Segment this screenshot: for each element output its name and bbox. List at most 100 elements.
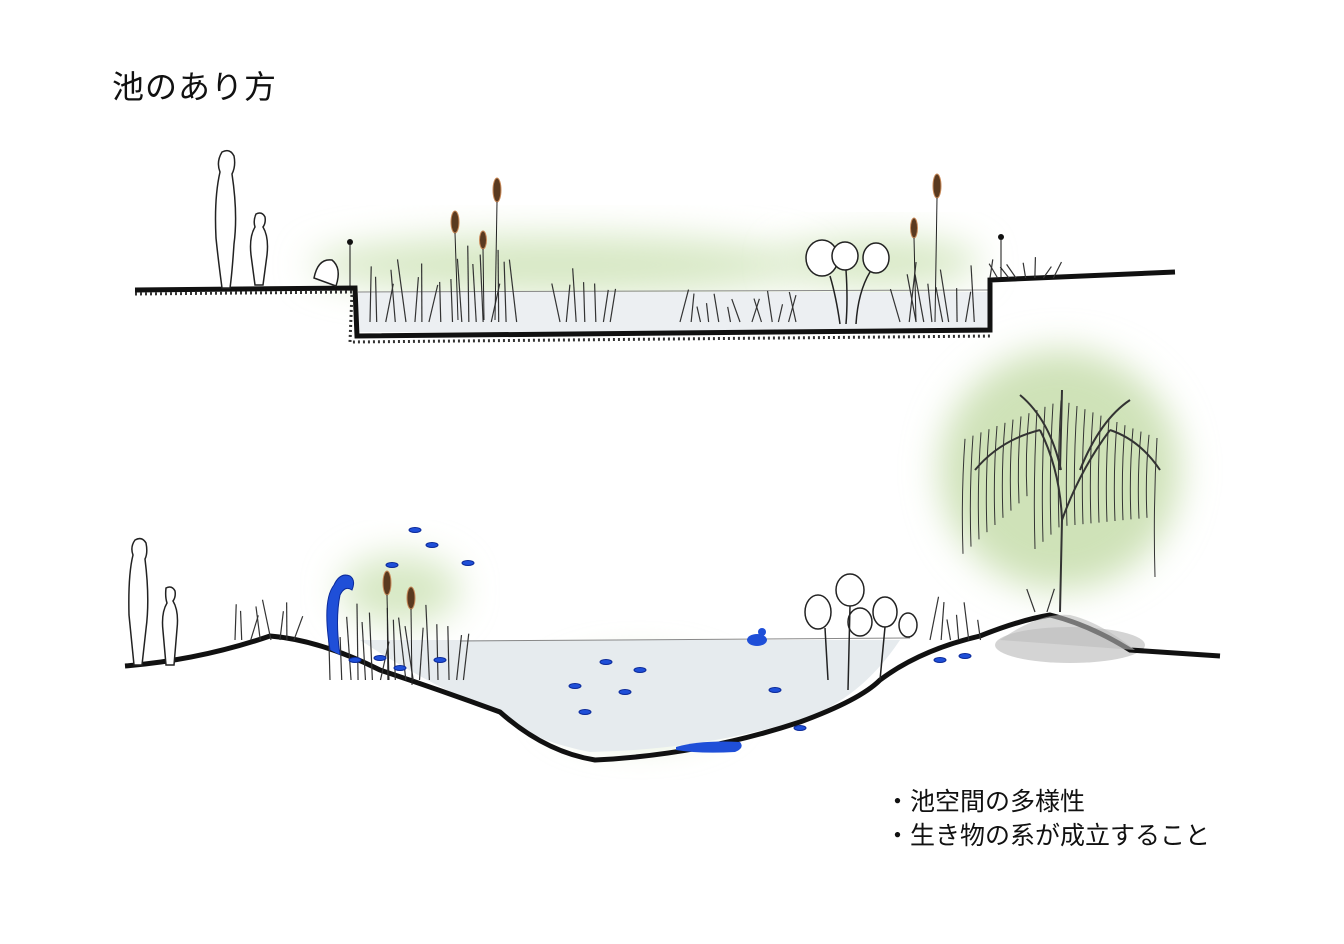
reed-blade xyxy=(939,269,950,323)
willow-strand xyxy=(961,438,966,554)
reed-blade xyxy=(369,266,372,323)
reed-blade xyxy=(963,602,970,641)
fish-or-dragonfly-icon xyxy=(433,657,447,663)
rock-icon xyxy=(313,259,339,287)
fish-or-dragonfly-icon xyxy=(461,560,475,566)
reed-blade xyxy=(279,611,284,641)
top-section-rectangular-pond xyxy=(134,149,1176,344)
fish-or-dragonfly-icon xyxy=(393,665,407,671)
reed-blade xyxy=(914,274,925,323)
reed-blade xyxy=(462,633,470,681)
fish-or-dragonfly-icon xyxy=(793,725,807,731)
willow-strand xyxy=(1089,412,1094,524)
willow-strand xyxy=(1049,403,1054,535)
reed-blade xyxy=(690,293,695,323)
fish-or-dragonfly-icon xyxy=(348,657,362,663)
bottom-section-natural-pond xyxy=(124,350,1221,763)
willow-strand xyxy=(993,425,998,526)
reed-blade xyxy=(418,627,424,681)
reed-blade xyxy=(261,599,272,641)
reed-blade xyxy=(404,625,414,681)
reed-blade xyxy=(582,282,586,323)
reed-blade xyxy=(955,614,960,641)
water-surface xyxy=(357,289,989,293)
reed-blade xyxy=(450,279,454,323)
reeds xyxy=(369,245,1063,323)
fish-or-dragonfly-icon xyxy=(408,527,422,533)
reed-blade xyxy=(390,269,396,323)
reed-blade xyxy=(727,306,732,323)
reed-blade xyxy=(346,616,352,681)
cattails xyxy=(382,570,416,686)
reed-blade xyxy=(396,259,407,323)
willow-strand xyxy=(1065,402,1070,526)
reed-blade xyxy=(456,634,463,681)
duck-icon xyxy=(747,634,767,646)
reed-blade xyxy=(705,303,710,323)
notes-list: ・池空間の多様性 ・生き物の系が成立すること xyxy=(885,785,1210,853)
reed-blade xyxy=(414,277,419,323)
fish-or-dragonfly-icon xyxy=(578,709,592,715)
ground-line xyxy=(124,612,1221,763)
reeds xyxy=(234,588,1055,681)
reed-blade xyxy=(999,266,1010,279)
reed-blade xyxy=(467,245,470,323)
reed-blade xyxy=(989,259,994,279)
reed-blade xyxy=(508,259,518,323)
page-title: 池のあり方 xyxy=(112,68,278,106)
fish-or-dragonfly-icon xyxy=(633,667,647,673)
foliage-wash xyxy=(310,235,810,295)
reed-blade xyxy=(977,619,982,641)
reed-blade xyxy=(479,254,484,323)
willow-strand xyxy=(1097,415,1102,523)
reed-blade xyxy=(503,261,507,323)
reed-blade xyxy=(234,604,237,641)
reed-blade xyxy=(1034,257,1037,279)
reed-blade xyxy=(1046,588,1055,613)
reed-blade xyxy=(602,289,609,323)
willow-strand xyxy=(1129,428,1134,520)
reed-blade xyxy=(339,637,343,681)
reed-blade xyxy=(777,304,784,323)
fish-or-dragonfly-icon xyxy=(618,689,632,695)
willow-strand xyxy=(985,429,990,533)
willow-strand xyxy=(1121,425,1126,521)
shrubs xyxy=(804,573,918,691)
reed-blade xyxy=(472,263,477,323)
reed-blade xyxy=(696,306,702,323)
reed-blade xyxy=(356,603,359,681)
fish-or-dragonfly-icon xyxy=(933,657,947,663)
reed-blade xyxy=(428,284,439,323)
water-body xyxy=(360,640,900,752)
willow-strand xyxy=(1025,413,1030,497)
reed-blade xyxy=(497,249,500,323)
lotus-plants xyxy=(805,239,890,325)
reed-blade xyxy=(1026,588,1036,613)
reed-blade xyxy=(1042,266,1052,279)
reed-blade xyxy=(439,281,442,323)
willow-strand xyxy=(1033,409,1038,550)
reed-blade xyxy=(753,298,763,323)
reed-blade xyxy=(1006,264,1017,279)
fish-or-dragonfly-icon xyxy=(768,687,782,693)
fish-or-dragonfly-icon xyxy=(425,542,439,548)
reed-blade xyxy=(1052,261,1063,279)
reed-blade xyxy=(456,258,463,323)
willow-strand xyxy=(1009,419,1014,511)
willow-strand xyxy=(1137,431,1142,519)
reed-blade xyxy=(751,298,760,323)
reed-blade xyxy=(361,621,367,681)
reed-blade xyxy=(889,288,901,323)
fish-or-dragonfly-icon xyxy=(373,655,387,661)
reed-blade xyxy=(1022,262,1027,279)
willow-strand xyxy=(1081,409,1086,525)
reed-blade xyxy=(988,263,999,279)
reed-blade xyxy=(940,602,945,641)
note-pond-space-diversity: ・池空間の多様性 xyxy=(885,787,1086,816)
reed-blade xyxy=(970,265,975,323)
reed-blade xyxy=(766,290,773,323)
water-surface xyxy=(459,637,911,642)
willow-strand xyxy=(1017,416,1022,504)
reed-blade xyxy=(293,615,304,641)
reed-blade xyxy=(964,291,972,323)
